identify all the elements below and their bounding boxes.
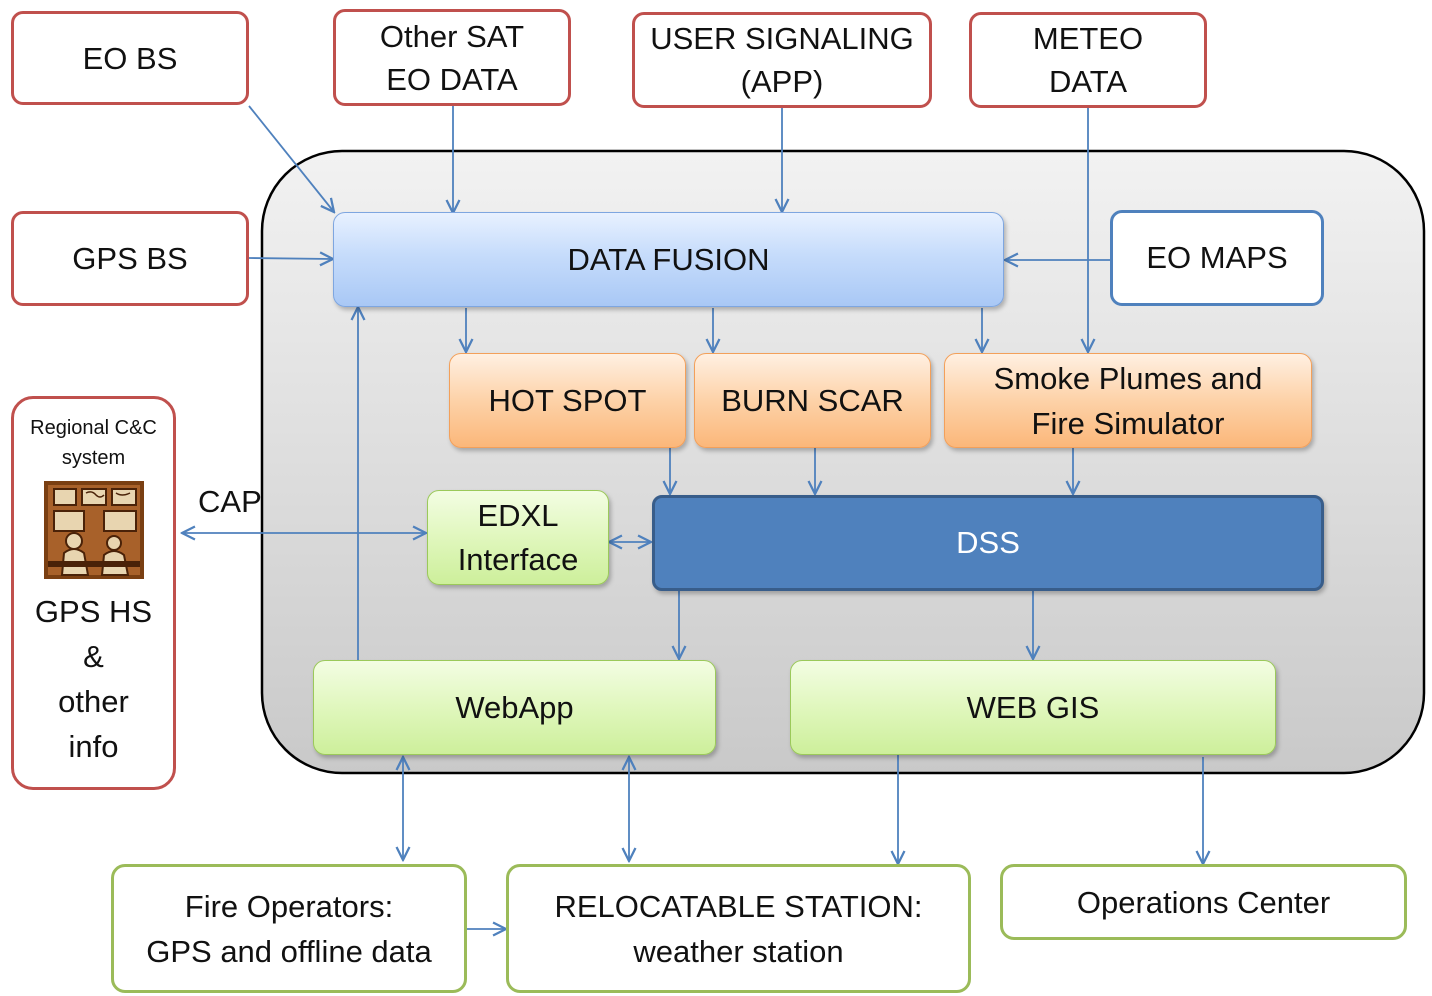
gps-bs-box: GPS BS [11, 211, 249, 306]
meteo-label-1: METEO [1032, 21, 1144, 56]
hot-spot-box: HOT SPOT [449, 353, 686, 448]
other-sat-label-2: EO DATA [386, 61, 518, 97]
meteo-label-2: DATA [1048, 64, 1128, 99]
data-fusion-label: DATA FUSION [567, 241, 770, 277]
regional-body-1: GPS HS [34, 594, 153, 629]
webapp-box: WebApp [313, 660, 716, 755]
regional-title-2: system [61, 447, 126, 469]
connectors [182, 105, 1203, 929]
user-signaling-label-1: USER SIGNALING [650, 21, 914, 56]
edxl-label-2: Interface [457, 541, 579, 577]
eo-maps-box: EO MAPS [1110, 210, 1324, 306]
eo-maps-label: EO MAPS [1146, 240, 1288, 275]
webgis-box: WEB GIS [790, 660, 1276, 755]
user-signaling-label-2: (APP) [740, 64, 824, 99]
edxl-interface-box: EDXL Interface [427, 490, 609, 585]
other-sat-label-1: Other SAT [379, 18, 525, 54]
edxl-label-1: EDXL [477, 497, 559, 533]
regional-cc-box: Regional C&C system GPS HS & other info [11, 396, 176, 790]
webapp-label: WebApp [455, 689, 574, 725]
regional-body-2: & [83, 639, 104, 674]
meteo-box: METEO DATA [969, 12, 1207, 108]
smoke-simulator-box: Smoke Plumes and Fire Simulator [944, 353, 1312, 448]
webgis-label: WEB GIS [966, 689, 1100, 725]
fire-operators-label-1: Fire Operators: [184, 888, 394, 924]
operations-center-box: Operations Center [1000, 864, 1407, 940]
relocatable-station-box: RELOCATABLE STATION: weather station [506, 864, 971, 993]
arrow-eobs-fusion [248, 105, 334, 212]
fire-operators-label-2: GPS and offline data [146, 933, 432, 969]
data-fusion-box: DATA FUSION [333, 212, 1004, 307]
burn-scar-box: BURN SCAR [694, 353, 931, 448]
burn-scar-label: BURN SCAR [721, 383, 904, 418]
dss-box: DSS [652, 495, 1324, 591]
cap-label: CAP [198, 484, 262, 519]
regional-body-3: other [58, 684, 129, 719]
eo-bs-label: EO BS [82, 40, 178, 76]
arrow-gpsbs-fusion [248, 258, 333, 259]
hot-spot-label: HOT SPOT [488, 383, 647, 418]
operations-label: Operations Center [1076, 884, 1331, 920]
relocatable-label-1: RELOCATABLE STATION: [554, 888, 923, 924]
other-sat-box: Other SAT EO DATA [333, 9, 571, 106]
regional-body-4: info [68, 729, 119, 764]
control-room-icon [43, 481, 144, 579]
smoke-label-1: Smoke Plumes and [993, 360, 1263, 396]
user-signaling-box: USER SIGNALING (APP) [632, 12, 932, 108]
dss-label: DSS [956, 525, 1020, 560]
regional-title-1: Regional C&C [30, 417, 157, 439]
gps-bs-label: GPS BS [72, 241, 188, 276]
relocatable-label-2: weather station [633, 933, 844, 969]
eo-bs-box: EO BS [11, 11, 249, 105]
fire-operators-box: Fire Operators: GPS and offline data [111, 864, 467, 993]
smoke-label-2: Fire Simulator [1031, 405, 1225, 441]
